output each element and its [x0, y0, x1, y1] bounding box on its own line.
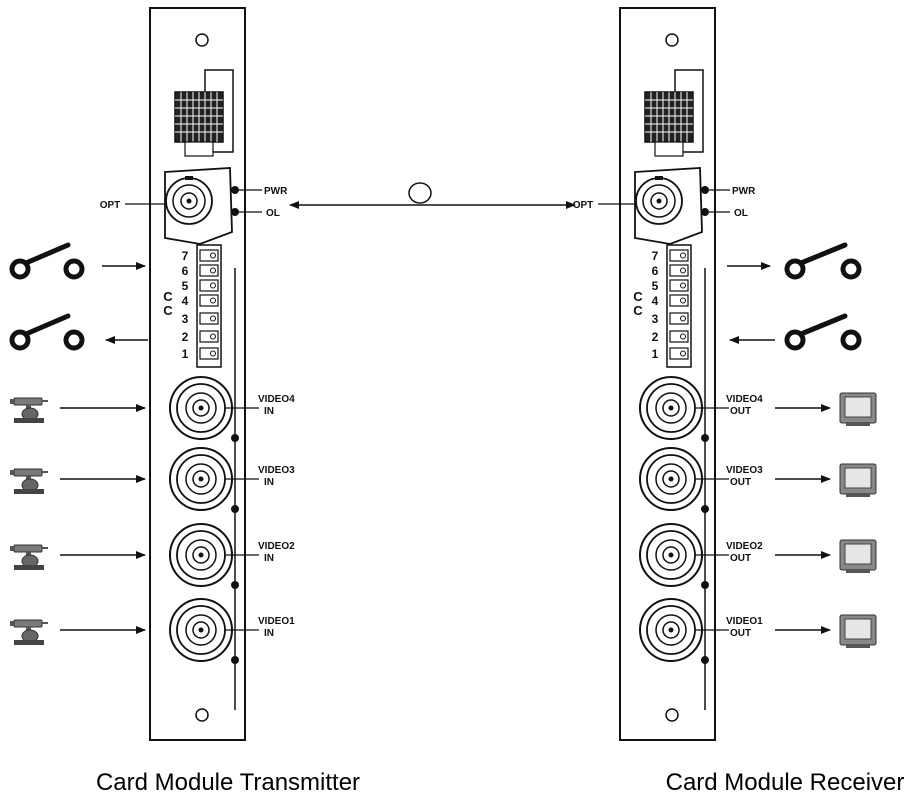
terminal-row	[199, 347, 219, 360]
video4-label: VIDEO4	[726, 394, 763, 405]
bnc-video3-connector	[169, 447, 259, 513]
cc-pin-7: 7	[182, 249, 189, 263]
bnc-video3-connector	[639, 447, 729, 513]
terminal-row	[669, 347, 689, 360]
camera-icon	[10, 619, 48, 645]
pwr-label: PWR	[264, 186, 288, 197]
video3-label: VIDEO3	[726, 465, 763, 476]
camera-icon	[10, 544, 48, 570]
ol-label: OL	[266, 208, 280, 219]
bnc-video1-connector	[169, 598, 259, 664]
rx-contact-switch-in	[784, 313, 862, 351]
backplane-connector	[174, 69, 234, 157]
cc-pin-1: 1	[652, 347, 659, 361]
cc-pin-2: 2	[652, 330, 659, 344]
video1-dir: OUT	[730, 628, 751, 639]
rx-contact-switch-out	[784, 242, 862, 280]
monitor-icon	[839, 463, 877, 497]
terminal-row	[199, 312, 219, 325]
cc-pin-1: 1	[182, 347, 189, 361]
cc-pin-6: 6	[652, 264, 659, 278]
tx-contact-switch-in	[9, 242, 85, 280]
terminal-row	[669, 294, 689, 307]
video3-dir: IN	[264, 477, 274, 488]
video1-label: VIDEO1	[258, 616, 295, 627]
terminal-row	[199, 330, 219, 343]
cc-label-line1: C	[633, 289, 643, 304]
ol-led	[701, 208, 709, 216]
camera-icon	[10, 468, 48, 494]
terminal-row	[199, 249, 219, 262]
pwr-led	[231, 186, 239, 194]
bnc-video1-connector	[639, 598, 729, 664]
cc-pin-4: 4	[182, 294, 189, 308]
video3-label: VIDEO3	[258, 465, 295, 476]
cc-pin-3: 3	[652, 312, 659, 326]
terminal-row	[669, 330, 689, 343]
transmitter-caption: Card Module Transmitter	[96, 769, 360, 796]
video2-label: VIDEO2	[258, 541, 295, 552]
cc-pin-6: 6	[182, 264, 189, 278]
video2-dir: OUT	[730, 553, 751, 564]
monitor-icon	[839, 539, 877, 573]
bnc-video2-connector	[639, 523, 729, 589]
video4-label: VIDEO4	[258, 394, 295, 405]
pwr-led	[701, 186, 709, 194]
fiber-link	[289, 182, 576, 209]
monitor-icon	[839, 392, 877, 426]
cc-pin-3: 3	[182, 312, 189, 326]
transmitter-card: OPT PWR OL 7 6 5 4 3 2 1 C C VIDEO4 IN V…	[100, 7, 295, 741]
bnc-video2-connector	[169, 523, 259, 589]
cc-label-line2: C	[163, 303, 173, 318]
ol-label: OL	[734, 208, 748, 219]
mount-hole	[195, 33, 209, 47]
receiver-caption: Card Module Receiver	[666, 769, 905, 796]
terminal-row	[669, 264, 689, 277]
optical-port	[164, 167, 233, 245]
cc-label-line2: C	[633, 303, 643, 318]
fiber-coil-icon	[408, 182, 432, 204]
video4-dir: OUT	[730, 406, 751, 417]
video3-dir: OUT	[730, 477, 751, 488]
video2-label: VIDEO2	[726, 541, 763, 552]
ol-led	[231, 208, 239, 216]
camera-icon	[10, 397, 48, 423]
bnc-video4-connector	[169, 376, 259, 442]
video2-dir: IN	[264, 553, 274, 564]
tx-contact-switch-out	[9, 313, 85, 351]
terminal-row	[199, 264, 219, 277]
cc-label-line1: C	[163, 289, 173, 304]
optical-port	[634, 167, 703, 245]
video4-dir: IN	[264, 406, 274, 417]
terminal-row	[199, 294, 219, 307]
mount-hole	[665, 33, 679, 47]
pwr-label: PWR	[732, 186, 756, 197]
terminal-row	[199, 279, 219, 292]
video1-label: VIDEO1	[726, 616, 763, 627]
receiver-card: OPT PWR OL 7 6 5 4 3 2 1 C C VIDEO4 OUT …	[573, 7, 763, 741]
backplane-connector	[644, 69, 704, 157]
opt-label: OPT	[100, 200, 121, 211]
terminal-row	[669, 249, 689, 262]
terminal-row	[669, 279, 689, 292]
cc-pin-4: 4	[652, 294, 659, 308]
bnc-video4-connector	[639, 376, 729, 442]
monitor-icon	[839, 614, 877, 648]
cc-terminal-block	[666, 244, 692, 368]
opt-label: OPT	[573, 200, 594, 211]
cc-pin-5: 5	[652, 279, 659, 293]
cc-pin-5: 5	[182, 279, 189, 293]
cc-terminal-block	[196, 244, 222, 368]
video1-dir: IN	[264, 628, 274, 639]
cc-pin-7: 7	[652, 249, 659, 263]
mount-hole	[665, 708, 679, 722]
cc-pin-2: 2	[182, 330, 189, 344]
terminal-row	[669, 312, 689, 325]
mount-hole	[195, 708, 209, 722]
